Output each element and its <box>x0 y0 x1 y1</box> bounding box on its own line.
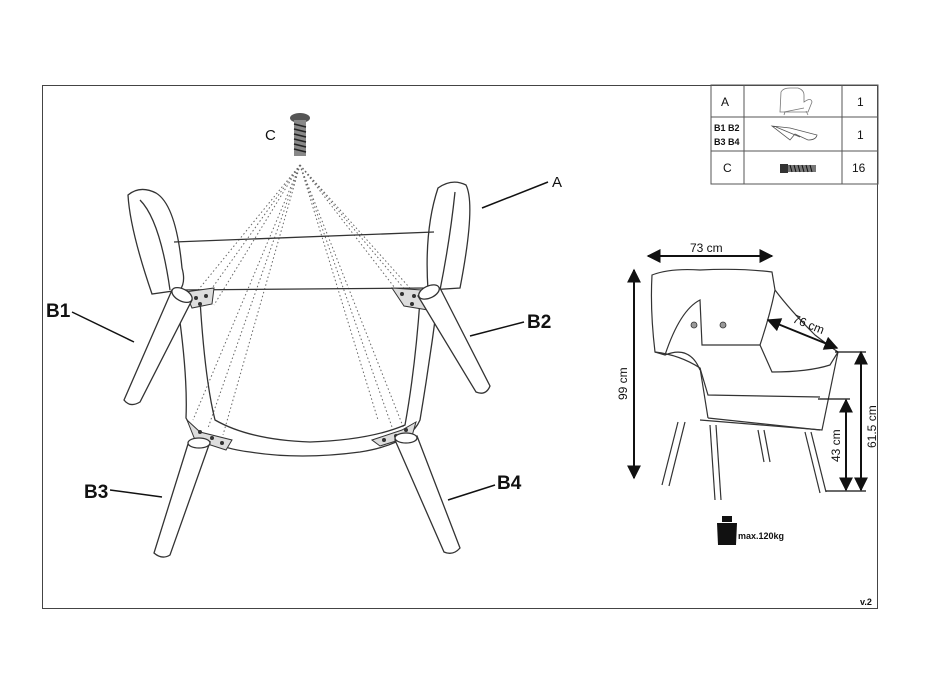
table-code-b-line1: B1 B2 <box>714 123 740 133</box>
callout-a: A <box>552 174 562 191</box>
dimension-seat-height: 43 cm <box>829 429 843 462</box>
callout-leaders <box>71 181 549 501</box>
callout-b4: B4 <box>497 473 522 494</box>
dimension-chair <box>650 268 839 501</box>
leg-b2 <box>417 284 491 394</box>
dimension-buttons <box>690 321 727 329</box>
dimension-width: 73 cm <box>690 241 723 255</box>
table-qty-b: 1 <box>857 128 864 142</box>
weight-icon <box>717 516 737 545</box>
table-code-b-line2: B3 B4 <box>714 137 740 147</box>
parts-table <box>710 84 879 185</box>
leg-icon <box>770 125 818 141</box>
version-label: v.2 <box>860 597 872 607</box>
dimension-lines <box>627 249 868 492</box>
callout-b1: B1 <box>46 301 71 322</box>
table-qty-a: 1 <box>857 95 864 109</box>
armchair-body <box>127 181 471 457</box>
leg-b1 <box>123 286 193 406</box>
dimension-depth: 76 cm <box>791 312 827 337</box>
leg-b4 <box>394 432 461 554</box>
max-load-label: max.120kg <box>738 531 784 541</box>
screw-c-icon <box>290 113 310 156</box>
screw-icon <box>780 164 816 173</box>
diagram-frame <box>42 85 878 609</box>
armchair-icon <box>779 87 813 116</box>
dimension-height: 99 cm <box>616 367 630 400</box>
callout-b2: B2 <box>527 312 551 333</box>
dimension-arm-height: 61.5 cm <box>865 405 879 448</box>
leg-b3 <box>153 437 211 558</box>
table-code-c: C <box>723 161 732 175</box>
callout-b3: B3 <box>84 482 108 503</box>
screw-guide-lines <box>189 164 426 436</box>
table-code-a: A <box>721 95 729 109</box>
bracket-holes <box>194 292 416 445</box>
callout-c: C <box>265 127 276 144</box>
table-qty-c: 16 <box>852 161 866 175</box>
